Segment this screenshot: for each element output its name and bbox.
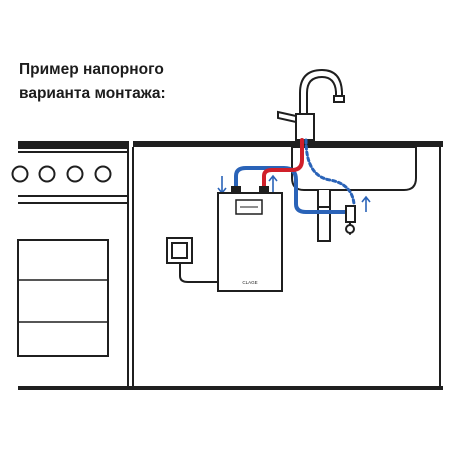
faucet-handle <box>277 110 297 124</box>
sink-drain-pipe <box>317 206 331 242</box>
heater-connector <box>231 186 241 194</box>
faucet <box>277 68 345 141</box>
hot-pipe-to-faucet <box>262 138 304 190</box>
heater-connector <box>259 186 269 194</box>
power-socket <box>166 237 218 283</box>
stove-top-edge <box>18 141 128 149</box>
caption-line-1: Пример напорного <box>19 61 164 78</box>
caption-line-2: варианта монтажа: <box>19 85 166 102</box>
arrow-up-icon <box>268 174 278 193</box>
angle-valve-knob <box>345 224 355 234</box>
heater-brand: CLAGE <box>242 280 257 285</box>
stove-knob <box>11 165 29 183</box>
power-cable <box>179 263 218 283</box>
oven-door <box>17 239 109 357</box>
water-heater: CLAGE <box>217 186 283 292</box>
sink-drain <box>317 190 331 209</box>
stove <box>11 141 129 388</box>
faucet-base <box>295 113 315 141</box>
arrow-up-icon <box>361 195 371 212</box>
counter-cabinet <box>18 141 443 390</box>
angle-valve <box>345 205 356 223</box>
sink-basin <box>291 146 417 191</box>
flow-arrows <box>217 174 371 212</box>
arrow-down-icon <box>217 176 227 195</box>
pipes <box>234 138 356 235</box>
faucet-flex-hose <box>304 138 356 206</box>
stove-knob <box>66 165 84 183</box>
diagram-caption: Пример напорного варианта монтажа: <box>19 58 259 106</box>
stove-knob <box>38 165 56 183</box>
floor-line <box>18 386 443 390</box>
countertop <box>133 141 443 147</box>
socket-inner <box>171 242 188 259</box>
faucet-nozzle <box>333 95 345 103</box>
socket-plate <box>166 237 193 264</box>
stove-knob <box>94 165 112 183</box>
